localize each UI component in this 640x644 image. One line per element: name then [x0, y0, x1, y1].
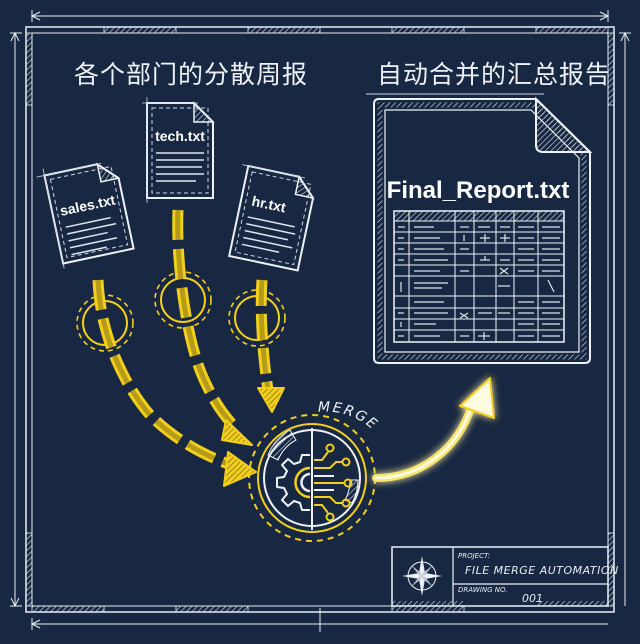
file-sales: sales.txt [36, 162, 135, 269]
drawing-number: 001 [522, 592, 543, 605]
left-title: 各个部门的分散周报 [74, 60, 309, 89]
flow-arrows [76, 209, 286, 487]
merge-engine: MERGE [248, 400, 379, 542]
file-tech: tech.txt [142, 97, 215, 203]
project-name: FILE MERGE AUTOMATION [465, 564, 619, 577]
project-label: PROJECT: [458, 552, 490, 560]
right-title: 自动合并的汇总报告 [377, 60, 612, 89]
file-final-report: Final_Report.txt [366, 93, 593, 364]
file-hr: hr.txt [227, 164, 315, 272]
drawing-label: DRAWING NO. [458, 586, 507, 594]
file-name-tech: tech.txt [155, 128, 205, 144]
title-block: PROJECT: FILE MERGE AUTOMATION DRAWING N… [391, 546, 619, 607]
compass-icon [402, 556, 442, 596]
file-name-hr: hr.txt [250, 193, 287, 216]
output-file-name: Final_Report.txt [387, 177, 570, 204]
drawing-frame [10, 10, 631, 632]
output-arrow [372, 377, 495, 482]
report-table [393, 210, 565, 343]
